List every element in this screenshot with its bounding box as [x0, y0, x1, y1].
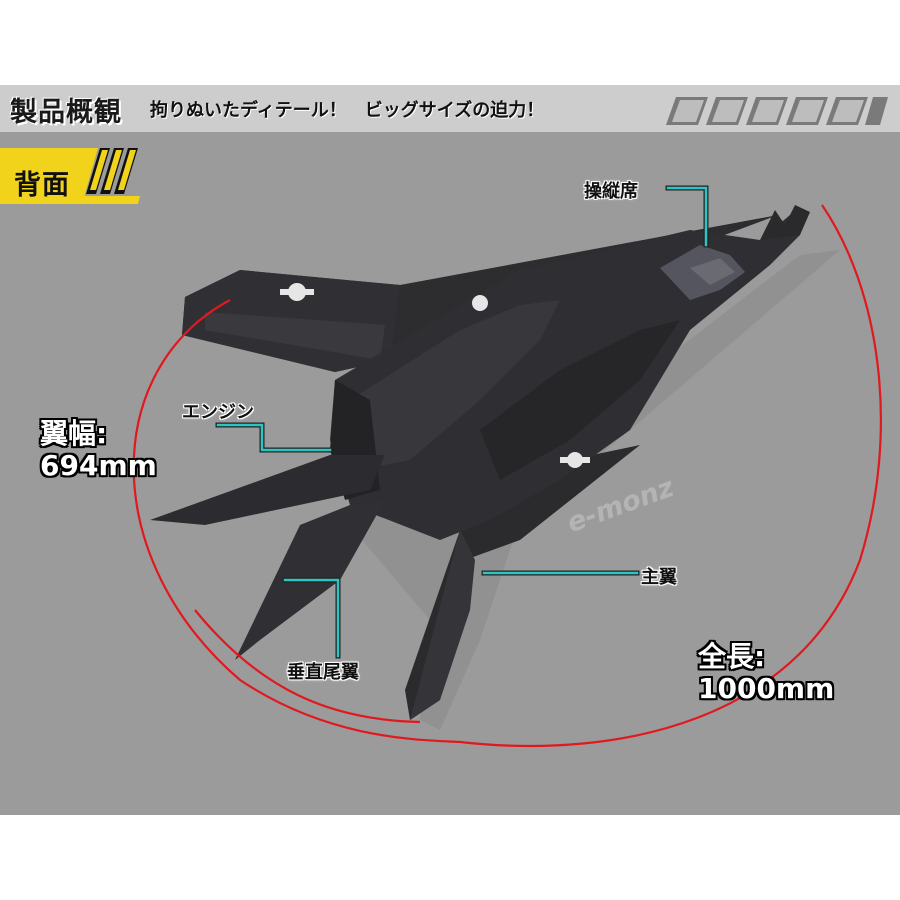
aircraft-illustration — [132, 185, 882, 748]
header-stripes-decoration — [666, 97, 888, 125]
callout-vertical-tail: 垂直尾翼 — [287, 662, 359, 683]
wingspan-label: 翼幅: — [40, 417, 108, 450]
vertical-tail-left — [150, 455, 385, 525]
header-bar: 製品概観 拘りぬいたディテール！ ビッグサイズの迫力！ — [0, 85, 900, 132]
section-tag-label: 背面 — [14, 170, 70, 201]
wingspan-value: 694mm — [40, 449, 157, 482]
page-title: 製品概観 — [10, 97, 122, 128]
insignia-star-marks — [280, 283, 590, 468]
page-subtitle: 拘りぬいたディテール！ ビッグサイズの迫力！ — [150, 100, 545, 121]
callout-cockpit: 操縦席 — [584, 181, 638, 202]
dimension-arc — [132, 204, 882, 748]
callout-engine: エンジン — [182, 402, 254, 423]
length-value: 1000mm — [698, 672, 835, 705]
callout-main-wing: 主翼 — [641, 567, 677, 588]
section-tag-badge — [0, 148, 140, 204]
product-overview-panel: 製品概観 拘りぬいたディテール！ ビッグサイズの迫力！ — [0, 85, 900, 815]
length-label: 全長: — [698, 640, 766, 673]
